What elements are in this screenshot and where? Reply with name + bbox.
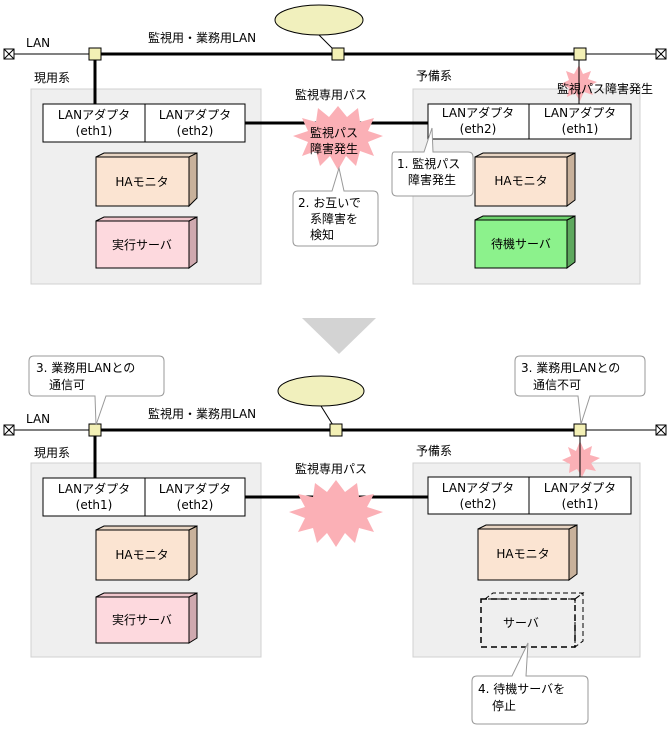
svg-text:LANアダプタ: LANアダプタ — [159, 481, 231, 496]
svg-text:4. 待機サーバを: 4. 待機サーバを — [478, 681, 565, 696]
ha-monitor-standby: HAモニタ — [477, 524, 578, 581]
svg-text:3. 業務用LANとの: 3. 業務用LANとの — [36, 361, 135, 375]
active-server: 実行サーバ — [95, 592, 198, 644]
lan-label: LAN — [26, 36, 50, 50]
svg-text:停止: 停止 — [492, 698, 516, 713]
svg-text:実行サーバ: 実行サーバ — [112, 612, 172, 627]
active-adapter-eth2: LANアダプタ (eth2) — [144, 103, 246, 143]
stopped-server: サーバ — [480, 592, 585, 648]
network-cloud — [277, 375, 365, 407]
svg-text:LANアダプタ: LANアダプタ — [58, 481, 130, 496]
svg-text:LANアダプタ: LANアダプタ — [159, 107, 231, 122]
svg-text:障害発生: 障害発生 — [408, 172, 456, 187]
svg-text:通信不可: 通信不可 — [533, 378, 581, 392]
network-cloud — [274, 4, 364, 36]
hub-active — [88, 423, 102, 437]
svg-text:LANアダプタ: LANアダプタ — [58, 107, 130, 122]
svg-text:サーバ: サーバ — [503, 616, 539, 630]
fault-center-line1: 監視パス — [310, 125, 358, 140]
standby-adapter-eth1: LANアダプタ (eth1) — [528, 103, 632, 140]
svg-text:HAモニタ: HAモニタ — [115, 548, 168, 562]
lan-terminator-left — [3, 48, 15, 60]
network-label: 監視用・業務用LAN — [148, 30, 256, 45]
hub-center — [329, 423, 343, 437]
svg-text:通信可: 通信可 — [49, 378, 85, 392]
lan-label: LAN — [26, 412, 50, 426]
standby-adapter-eth2: LANアダプタ (eth2) — [427, 103, 530, 140]
active-system-label: 現用系 — [34, 446, 70, 460]
svg-text:(eth2): (eth2) — [177, 498, 214, 512]
svg-text:(eth2): (eth2) — [177, 124, 214, 138]
svg-text:(eth1): (eth1) — [562, 122, 599, 136]
svg-text:待機サーバ: 待機サーバ — [491, 236, 551, 251]
svg-text:(eth1): (eth1) — [76, 498, 113, 512]
fault-center-line2: 障害発生 — [310, 141, 358, 156]
svg-text:2. お互いで: 2. お互いで — [298, 196, 361, 210]
svg-text:LANアダプタ: LANアダプタ — [442, 105, 514, 120]
active-system-label: 現用系 — [34, 71, 70, 85]
svg-text:1. 監視パス: 1. 監視パス — [397, 156, 460, 171]
svg-text:LANアダプタ: LANアダプタ — [544, 105, 616, 120]
bottom-scenario: LAN 監視用・業務用LAN 現用系 予備系 監視専用パス LANアダプタ (e… — [3, 355, 667, 725]
network-label: 監視用・業務用LAN — [148, 406, 256, 421]
standby-server: 待機サーバ — [474, 215, 576, 269]
active-adapter-eth1: LANアダプタ (eth1) — [42, 103, 146, 143]
ha-monitor-standby: HAモニタ — [474, 152, 576, 207]
ha-monitor-active: HAモニタ — [95, 152, 198, 208]
standby-system-label: 予備系 — [416, 68, 452, 83]
active-adapter-eth1: LANアダプタ (eth1) — [42, 477, 146, 517]
lan-terminator-right — [655, 48, 667, 60]
svg-text:(eth2): (eth2) — [460, 497, 497, 511]
lan-terminator-left — [3, 424, 15, 436]
standby-adapter-eth1: LANアダプタ (eth1) — [528, 476, 632, 515]
top-scenario: LAN 監視用・業務用LAN 現用系 予備系 監視パス障害発生 監視専用パス 監… — [3, 4, 667, 285]
fault-right-label: 監視パス障害発生 — [557, 81, 653, 96]
svg-text:実行サーバ: 実行サーバ — [112, 237, 172, 252]
fault-burst-center — [289, 480, 383, 547]
monitor-path-label: 監視専用パス — [295, 461, 367, 476]
hub-center — [331, 47, 345, 61]
svg-text:3. 業務用LANとの: 3. 業務用LANとの — [521, 361, 620, 375]
hub-standby — [573, 47, 587, 61]
callout-1: 1. 監視パス 障害発生 — [391, 127, 474, 197]
fault-burst-right — [562, 441, 600, 477]
svg-text:(eth1): (eth1) — [76, 124, 113, 138]
svg-text:(eth2): (eth2) — [460, 122, 497, 136]
svg-text:HAモニタ: HAモニタ — [494, 174, 547, 188]
svg-text:検知: 検知 — [310, 228, 334, 242]
monitor-path-label: 監視専用パス — [295, 87, 367, 102]
ha-monitor-active: HAモニタ — [95, 525, 198, 581]
callout-4: 4. 待機サーバを 停止 — [471, 642, 589, 725]
fault-burst-center — [293, 106, 383, 170]
svg-text:(eth1): (eth1) — [562, 497, 599, 511]
svg-text:LANアダプタ: LANアダプタ — [442, 480, 514, 495]
callout-3-left: 3. 業務用LANとの 通信可 — [28, 355, 165, 426]
callout-2: 2. お互いで 系障害を 検知 — [292, 166, 379, 247]
callout-3-right: 3. 業務用LANとの 通信不可 — [514, 355, 646, 425]
svg-text:系障害を: 系障害を — [310, 211, 358, 226]
transition-arrow-icon — [302, 318, 376, 354]
active-adapter-eth2: LANアダプタ (eth2) — [144, 477, 246, 517]
svg-text:HAモニタ: HAモニタ — [115, 175, 168, 189]
svg-text:LANアダプタ: LANアダプタ — [544, 480, 616, 495]
standby-adapter-eth2: LANアダプタ (eth2) — [427, 476, 530, 515]
standby-system-label: 予備系 — [416, 443, 452, 458]
hub-active — [88, 47, 102, 61]
svg-text:HAモニタ: HAモニタ — [496, 547, 549, 561]
hub-standby — [573, 423, 587, 437]
lan-terminator-right — [655, 424, 667, 436]
active-server: 実行サーバ — [95, 216, 198, 269]
